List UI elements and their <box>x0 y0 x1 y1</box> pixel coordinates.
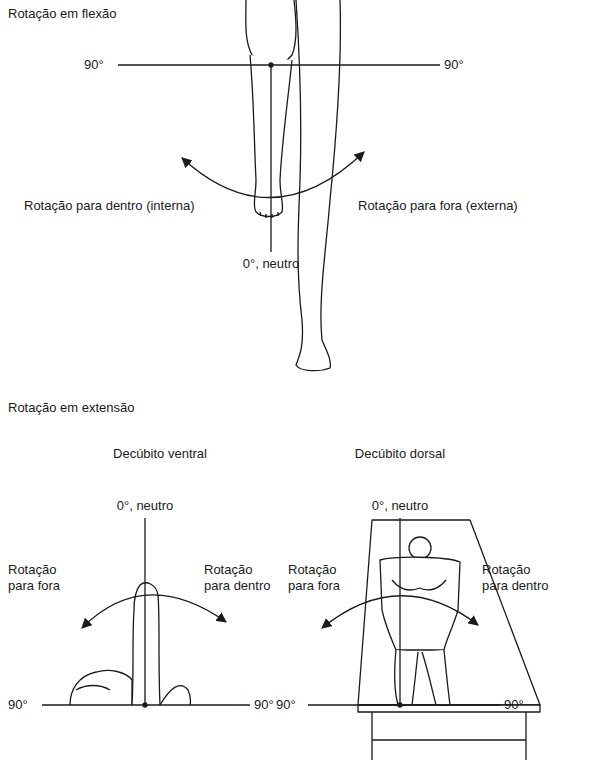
axis-label: Rotação para dentro (interna) <box>24 198 224 214</box>
axis-label: Rotação para fora (externa) <box>358 198 558 214</box>
axis-label: 90° <box>504 697 538 713</box>
section-heading: Rotação em extensão <box>8 400 208 416</box>
axis-label: Decúbito dorsal <box>330 446 470 462</box>
axis-label: 90° <box>444 57 478 73</box>
axis-label: Decúbito ventral <box>90 446 230 462</box>
section-heading: Rotação em flexão <box>8 6 208 22</box>
axis-label: 0°, neutro <box>95 498 195 514</box>
axis-label: 0°, neutro <box>221 256 321 272</box>
axis-label: Rotação para fora <box>288 562 360 594</box>
axis-label: Rotação para fora <box>8 562 80 594</box>
axis-label: 90° <box>276 697 310 713</box>
axis-label: Rotação para dentro <box>204 562 282 594</box>
axis-label: 90° <box>8 697 42 713</box>
axis-label: 0°, neutro <box>350 498 450 514</box>
axis-label: 90° <box>84 57 118 73</box>
axis-label: Rotação para dentro <box>482 562 560 594</box>
